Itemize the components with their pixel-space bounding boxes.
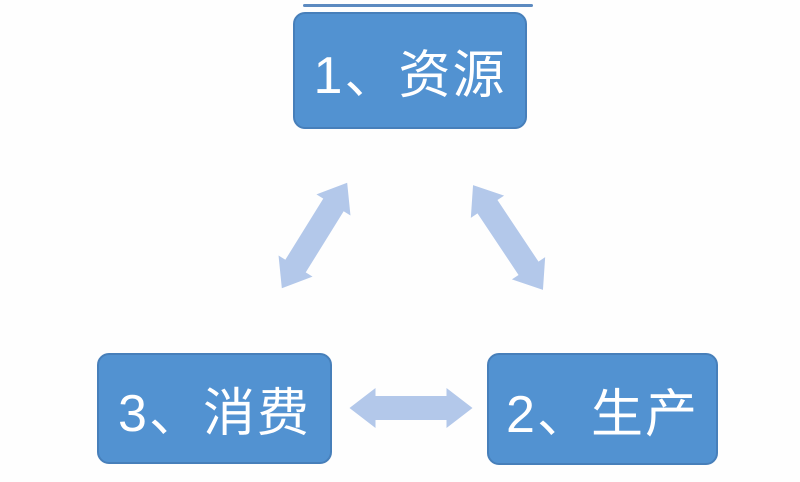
cropped-shape-top-edge-line (303, 4, 533, 7)
double-arrow-resources-consumption (278, 182, 351, 289)
node-consumption-label: 3、消费 (118, 385, 311, 443)
node-resources-label: 1、资源 (313, 47, 507, 105)
double-arrow-resources-production (470, 185, 546, 290)
double-arrow-consumption-production (349, 388, 473, 428)
node-consumption: 3、消费 (97, 353, 332, 464)
node-resources: 1、资源 (293, 12, 527, 129)
node-production-label: 2、生产 (506, 385, 699, 444)
node-production: 2、生产 (487, 353, 718, 465)
